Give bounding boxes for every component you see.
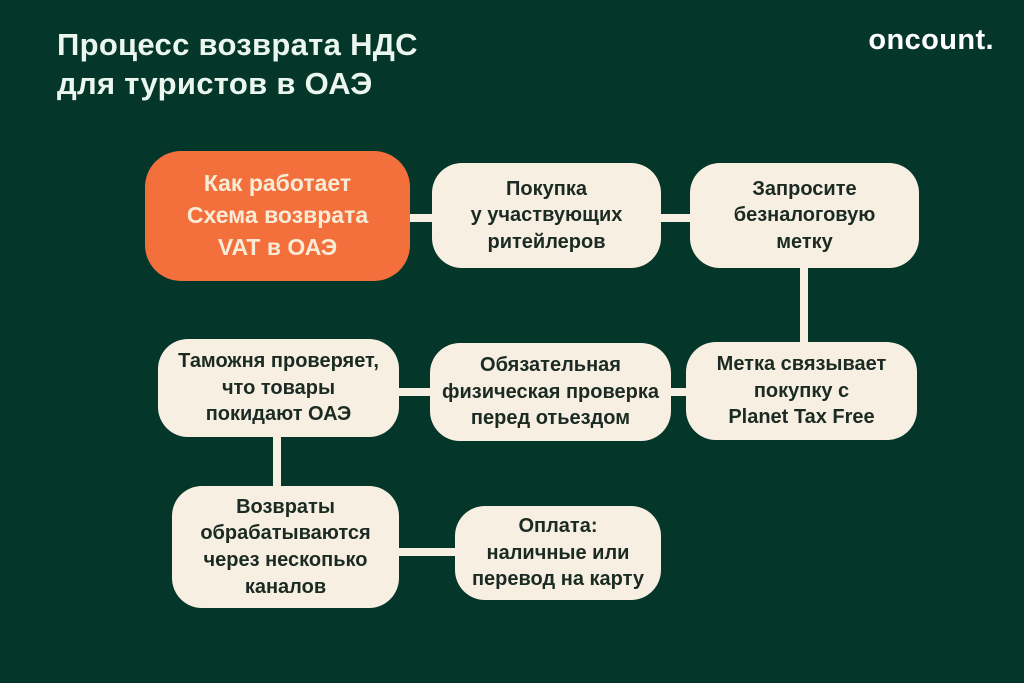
purchase-node: Покупка у участвующих ритейлеров [432,163,661,268]
connector-customs-refunds [273,430,281,492]
start-node-label: Как работает Схема возврата VAT в ОАЭ [186,170,369,260]
refund-channels-node: Возвраты обрабатываются через нескопько … [172,486,399,608]
connector-physical-customs [392,388,436,396]
connector-purchase-request [655,214,697,222]
connector-start-purchase [400,214,440,222]
request-tag-node-label: Запросите безналоговую метку [733,177,876,253]
planet-tax-free-node: Метка связывает покупку с Planet Tax Fre… [686,342,917,440]
connector-request-planet [800,262,808,348]
refund-channels-node-label: Возвраты обрабатываются через нескопько … [200,495,371,598]
planet-tax-free-node-label: Метка связывает покупку с Planet Tax Fre… [716,353,887,429]
page-title: Процесс возврата НДС для туристов в ОАЭ [57,27,418,101]
physical-check-node: Обязательная физическая проверка перед о… [430,343,671,441]
oncount-logo: oncount. [868,24,994,56]
customs-check-node: Таможня проверяет, что товары покидают О… [158,339,399,437]
start-node: Как работает Схема возврата VAT в ОАЭ [145,151,410,281]
payment-node: Оплата: наличные или перевод на карту [455,506,661,600]
purchase-node-label: Покупка у участвующих ритейлеров [470,177,623,253]
connector-refunds-payment [392,548,462,556]
customs-check-node-label: Таможня проверяет, что товары покидают О… [178,350,379,426]
request-tag-node: Запросите безналоговую метку [690,163,919,268]
connector-planet-physical [664,388,692,396]
payment-node-label: Оплата: наличные или перевод на карту [471,515,645,591]
physical-check-node-label: Обязательная физическая проверка перед о… [441,354,659,430]
